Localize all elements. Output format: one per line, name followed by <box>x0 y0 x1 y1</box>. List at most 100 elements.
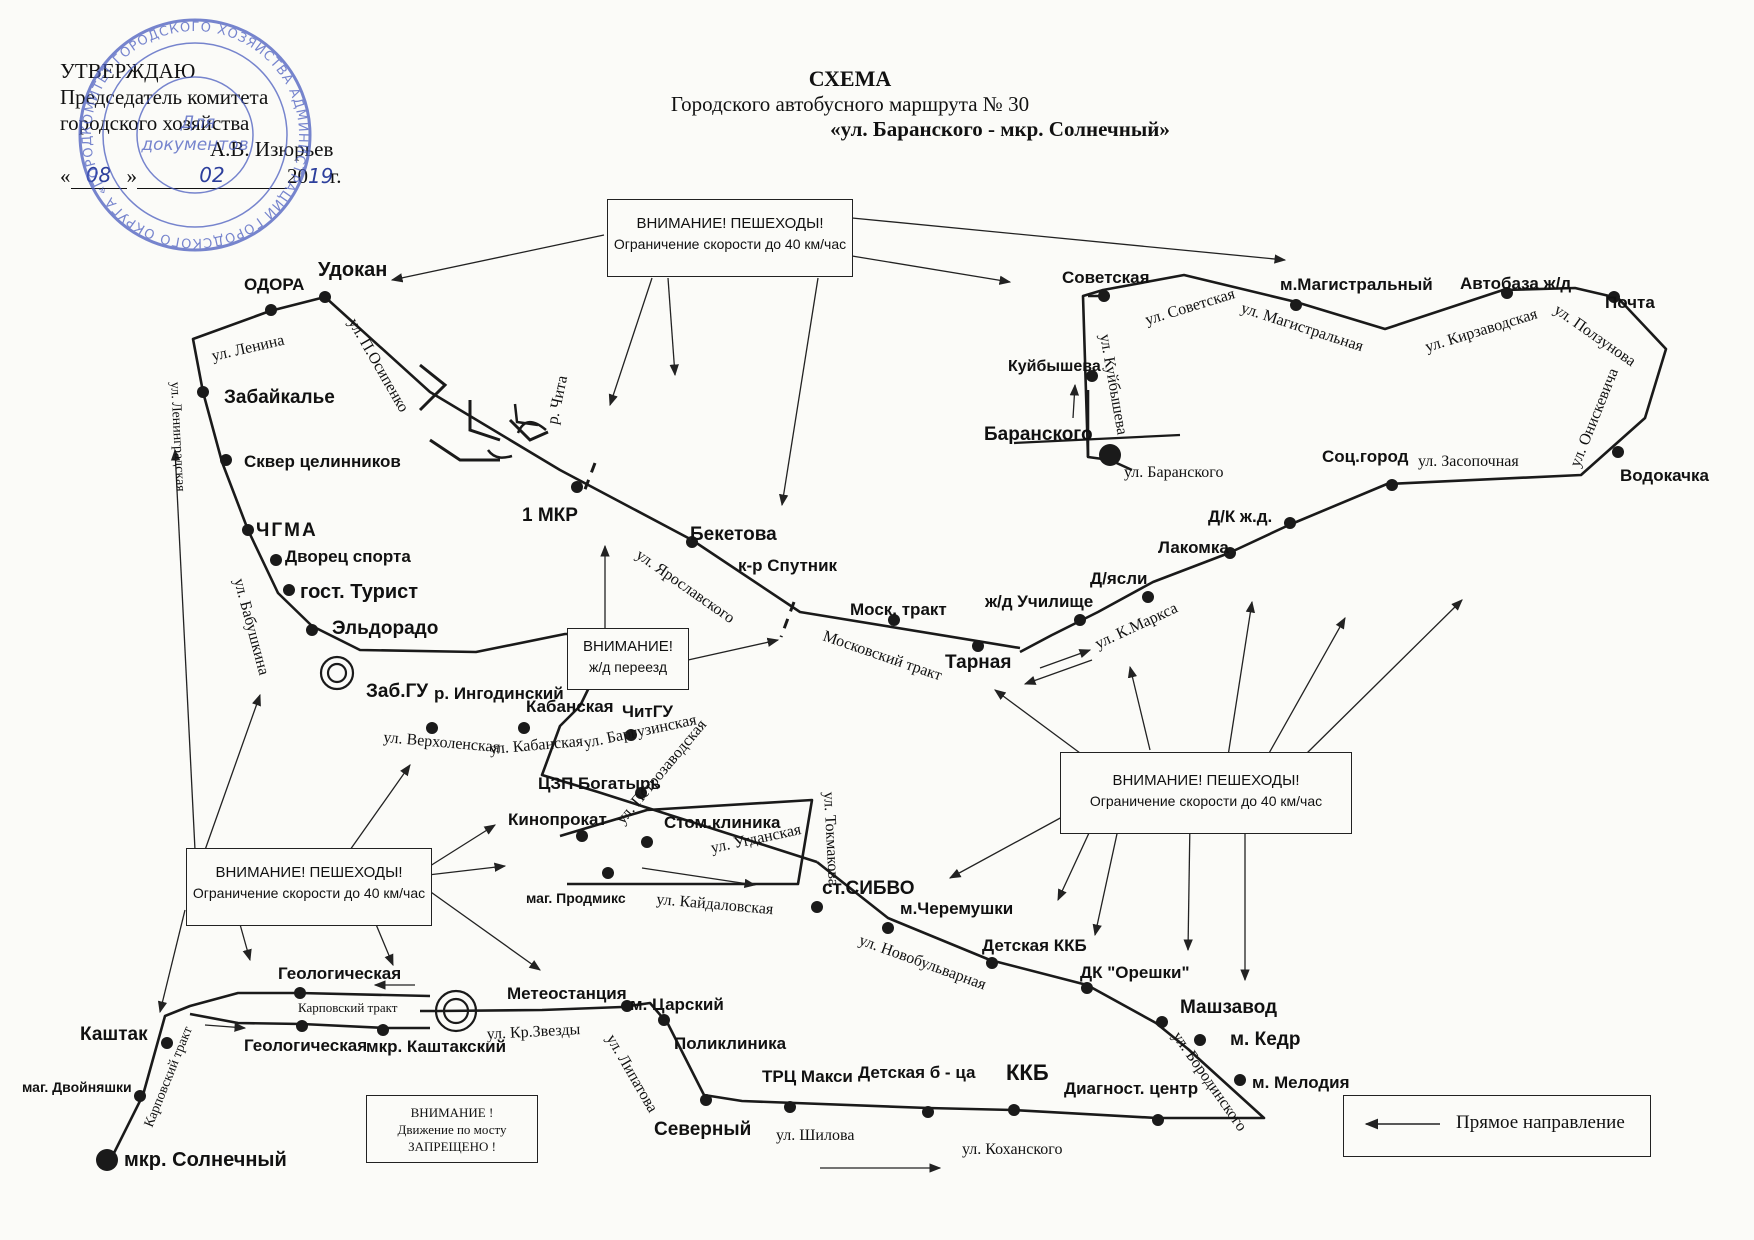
street-novobulvarnaya: ул. Новобульварная <box>857 932 989 994</box>
stop-label-1mkr: 1 МКР <box>522 505 578 526</box>
arrow-left-7 <box>157 909 186 1014</box>
svg-text:КОМИТЕТ ГОРОДСКОГО ХОЗЯЙСТВА А: КОМИТЕТ ГОРОДСКОГО ХОЗЯЙСТВА АДМИНИСТРАЦ… <box>0 0 310 250</box>
arrow-top-6 <box>851 217 1287 264</box>
route-ugdanskaya <box>559 798 814 886</box>
stop-label-sputnik: к-р Спутник <box>738 556 838 575</box>
stop-dot-sibvo <box>811 901 823 913</box>
bridge-mark-3 <box>429 438 500 462</box>
street-chita-river: р. Чита <box>544 374 571 426</box>
warning-left-line2: Ограничение скорости до 40 км/час <box>192 885 426 901</box>
stop-label-pochta: Почта <box>1605 293 1655 312</box>
street-karpovsky-h: Карповский тракт <box>298 1000 398 1015</box>
stop-dot-skver <box>220 454 232 466</box>
stop-label-detskaya-kkb: Детская ККБ <box>982 936 1087 955</box>
stop-label-tarnaya: Тарная <box>945 652 1011 673</box>
stop-label-mosk-trakt: Моск. тракт <box>850 600 947 619</box>
arrow-right-9 <box>1183 819 1193 952</box>
legend-box: Прямое направление <box>1343 1095 1651 1157</box>
warning-box-right: ВНИМАНИЕ! ПЕШЕХОДЫ! Ограничение скорости… <box>1060 752 1352 834</box>
arrow-top-3 <box>667 277 679 377</box>
stop-dot-kashtak <box>161 1037 173 1049</box>
stop-label-dk-zhd: Д/К ж.д. <box>1208 507 1272 526</box>
stop-dot-ingodinsky <box>426 722 438 734</box>
roundabout-karpovsky-inner <box>442 997 470 1025</box>
official-stamp: КОМИТЕТ ГОРОДСКОГО ХОЗЯЙСТВА АДМИНИСТРАЦ… <box>0 0 312 252</box>
stop-dot-severny <box>700 1094 712 1106</box>
stop-label-melodiya: м. Мелодия <box>1252 1073 1350 1092</box>
stop-dot-kashtaksky <box>377 1024 389 1036</box>
title-line3: «ул. Баранского - мкр. Солнечный» <box>830 117 1170 141</box>
stop-label-kedr: м. Кедр <box>1230 1029 1300 1050</box>
stop-dots <box>96 287 1624 1171</box>
bridge-mark-4 <box>508 418 549 442</box>
street-kaidalovskaya: ул. Кайдаловская <box>656 891 775 918</box>
stop-labels: ОДОРА Удокан Забайкалье Сквер целинников… <box>22 259 1710 1171</box>
stop-label-kashtaksky: мкр. Каштакский <box>366 1037 506 1056</box>
bridge-chita <box>418 363 796 638</box>
stop-label-kabanskaya: Кабанская <box>526 697 614 716</box>
street-lipatova: ул. Липатова <box>603 1032 661 1116</box>
stop-dot-zabaikalye <box>197 386 209 398</box>
stop-dot-odora <box>265 304 277 316</box>
stop-dot-gost-turist <box>283 584 295 596</box>
street-kirzavodskaya: ул. Кирзаводская <box>1423 305 1540 355</box>
stop-label-meteostantsiya: Метеостанция <box>507 984 627 1003</box>
stop-dot-kinoprokat <box>576 830 588 842</box>
approval-title: УТВЕРЖДАЮ <box>60 59 196 83</box>
warning-bridge-line2: Движение по мосту <box>397 1122 507 1137</box>
street-babushkina: ул. Бабушкина <box>230 577 272 677</box>
stop-label-avtobaza: Автобаза ж/д <box>1460 274 1571 293</box>
stop-label-eldorado: Эльдорадо <box>332 618 438 639</box>
stop-label-poliklinika: Поликлиника <box>674 1034 787 1053</box>
warning-box-bridge: ВНИМАНИЕ ! Движение по мосту ЗАПРЕЩЕНО ! <box>366 1095 538 1163</box>
bridge-mark-2 <box>468 400 501 442</box>
stop-dot-detskaya-kkb <box>986 957 998 969</box>
river-mark-3 <box>513 403 539 427</box>
date-year-prefix: 20 <box>287 164 308 188</box>
stop-dot-dk-zhd <box>1284 517 1296 529</box>
roundabout-zabgu-inner <box>326 662 348 684</box>
date-month: 02 <box>137 162 287 189</box>
stop-label-ingodinsky: р. Ингодинский <box>434 684 564 703</box>
stop-dot-beketova <box>686 536 698 548</box>
stop-label-kinoprokat: Кинопрокат <box>508 810 607 829</box>
street-zasopochnaya: ул. Засопочная <box>1418 453 1519 470</box>
approval-signer: А.В. Изюрьев <box>60 136 400 162</box>
title-line1: СХЕМА <box>808 66 892 91</box>
arrow-right-1 <box>994 689 1081 754</box>
warning-bridge-line1: ВНИМАНИЕ ! <box>410 1105 494 1120</box>
date-open-quote: « <box>60 164 71 188</box>
arrow-left-1 <box>170 448 196 851</box>
date-close-quote: » <box>126 164 138 188</box>
stop-label-stom: Стом.клиника <box>664 813 781 832</box>
arrow-left-6 <box>427 889 541 971</box>
route-west-loop <box>191 295 818 864</box>
warning-rail-line2: ж/д переезд <box>588 659 667 675</box>
arrow-left-5 <box>427 862 507 876</box>
warning-box-left: ВНИМАНИЕ! ПЕШЕХОДЫ! Ограничение скорости… <box>186 848 432 926</box>
stop-label-vodokachka: Водокачка <box>1620 466 1710 485</box>
street-sovetskaya: ул. Советская <box>1143 285 1237 329</box>
stop-label-zabaikalye: Забайкалье <box>224 387 335 408</box>
warning-rail-line1: ВНИМАНИЕ! <box>583 638 673 655</box>
stop-dot-prodmiks <box>602 867 614 879</box>
stop-label-trc-maxi: ТРЦ Макси <box>762 1067 853 1086</box>
stop-dot-kkb <box>1008 1104 1020 1116</box>
stop-label-dvorets: Дворец спорта <box>285 547 411 566</box>
stop-label-prodmiks: маг. Продмикс <box>526 890 626 906</box>
street-leningradskaya: ул. Ленинградская <box>167 381 188 492</box>
title-line2: Городского автобусного маршрута № 30 <box>670 92 1030 116</box>
direction-arrow-kuibysheva <box>1069 383 1080 419</box>
stop-label-zabgu: Заб.ГУ <box>366 681 428 702</box>
stop-label-turist: гост. Турист <box>300 581 418 603</box>
stop-dot-sotsgorod <box>1386 479 1398 491</box>
roundabout-karpovsky <box>434 989 478 1033</box>
stop-dot-mashzavod <box>1156 1016 1168 1028</box>
stop-dot-udokan <box>319 291 331 303</box>
stop-label-sibvo: ст.СИБВО <box>822 878 915 899</box>
stop-dot-cheremushki <box>882 922 894 934</box>
arrow-right-8 <box>1092 819 1121 937</box>
arrow-top-4 <box>779 277 819 507</box>
stop-dot-tarnaya <box>972 640 984 652</box>
